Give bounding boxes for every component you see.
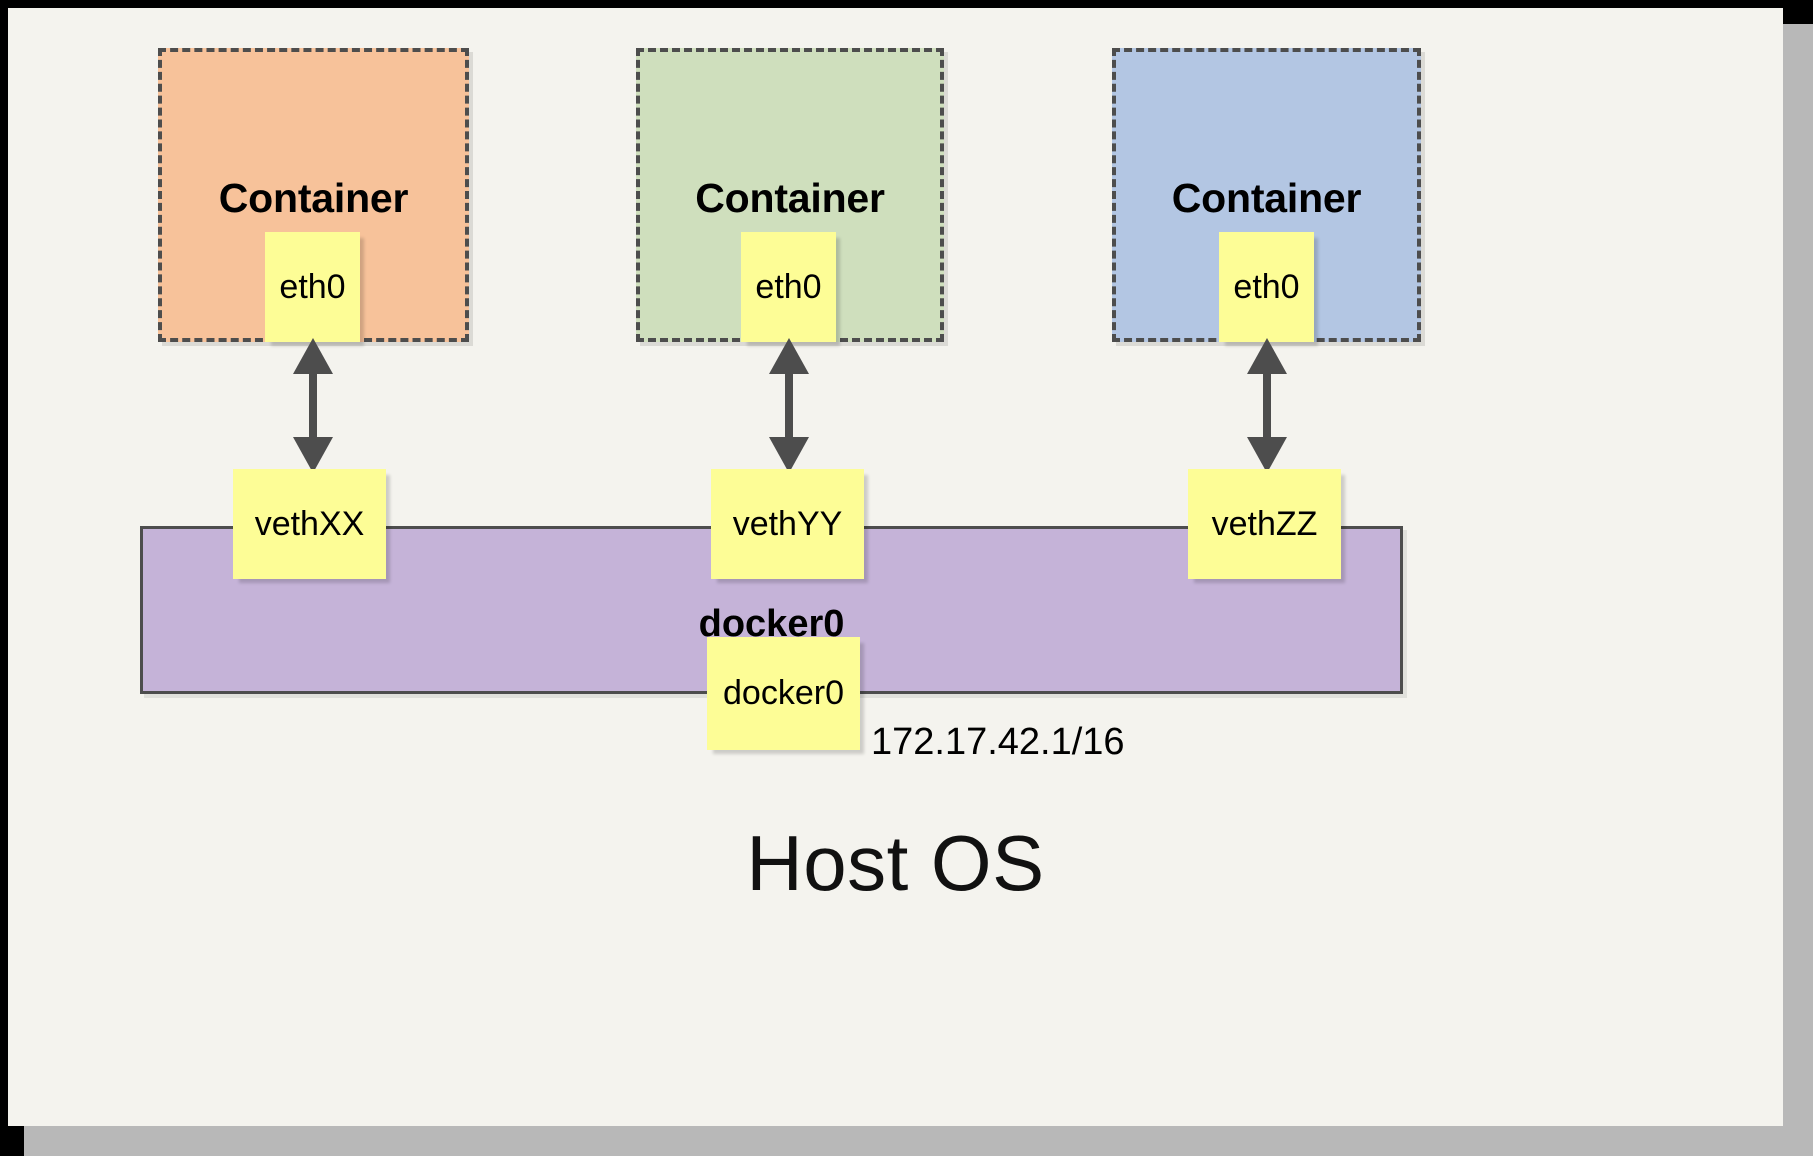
veth-link-arrow-3 [1247, 338, 1287, 473]
veth-note-2[interactable]: vethYY [711, 469, 864, 579]
eth0-note-1-label: eth0 [279, 267, 346, 306]
veth-note-3[interactable]: vethZZ [1188, 469, 1341, 579]
veth-note-3-label: vethZZ [1211, 504, 1318, 543]
bridge-ip-label: 172.17.42.1/16 [871, 721, 1125, 763]
veth-note-2-label: vethYY [732, 504, 843, 543]
docker0-interface-note-label: docker0 [723, 674, 844, 712]
frame-shadow-bottom [24, 1126, 1813, 1156]
container-title-2: Container [695, 175, 885, 221]
container-title-3: Container [1171, 175, 1362, 221]
eth0-note-3-label: eth0 [1233, 267, 1300, 306]
diagram-canvas: Container eth0 Container eth0 Container … [8, 8, 1783, 1126]
veth-link-arrow-2 [769, 338, 809, 473]
veth-note-1-label: vethXX [254, 504, 365, 543]
frame-shadow-right [1783, 24, 1813, 1156]
docker0-interface-note[interactable]: docker0 [707, 637, 860, 750]
eth0-note-3[interactable]: eth0 [1219, 232, 1314, 342]
veth-link-arrow-1 [293, 338, 333, 473]
host-os-label: Host OS [746, 819, 1045, 907]
veth-note-1[interactable]: vethXX [233, 469, 386, 579]
eth0-note-1[interactable]: eth0 [265, 232, 360, 342]
container-title-1: Container [218, 175, 409, 221]
eth0-note-2-label: eth0 [755, 267, 822, 306]
eth0-note-2[interactable]: eth0 [741, 232, 836, 342]
